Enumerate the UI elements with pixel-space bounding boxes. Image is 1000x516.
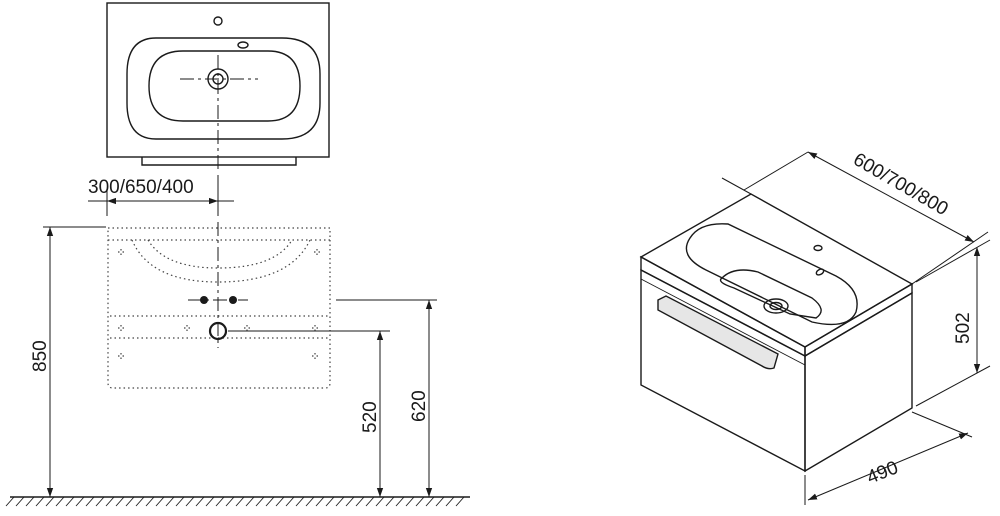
total-height-label: 850: [30, 340, 51, 372]
basin-drain-area: [148, 50, 301, 122]
countertop-side-edge: [804, 282, 913, 358]
tap-offset-dimension: 300/650/400: [88, 175, 234, 216]
waste-height-dimension: 520: [228, 330, 390, 497]
front-view: [107, 222, 331, 389]
depth-label: 490: [864, 457, 901, 488]
iso-drain-outer-icon: [763, 298, 789, 314]
iso-drain-inner-icon: [769, 301, 783, 311]
height-label: 502: [953, 312, 974, 344]
tap-offset-label: 300/650/400: [88, 177, 194, 198]
width-label: 600/700/800: [850, 149, 952, 220]
countertop-surface: [639, 193, 914, 348]
iso-basin-inner: [719, 269, 822, 319]
supply-height-label: 620: [409, 390, 430, 422]
basin-inner-bowl: [126, 37, 321, 140]
front-view-bowl: [131, 239, 311, 283]
tap-hole-icon: [213, 16, 223, 26]
overflow-icon: [237, 41, 249, 49]
depth-dimension: 490: [804, 411, 973, 505]
height-dimension: 502: [915, 239, 991, 407]
drawer-handle: [657, 295, 779, 370]
top-view: [106, 2, 330, 170]
supply-valve-left-icon: [200, 296, 208, 304]
waste-height-label: 520: [360, 401, 381, 433]
floor-line: [5, 496, 470, 507]
waste-outlet-icon: [208, 321, 228, 341]
iso-tap-hole-icon: [813, 244, 823, 252]
front-view-outline: [107, 227, 331, 389]
isometric-view: [639, 193, 914, 473]
supply-height-dimension: 620: [336, 299, 437, 497]
total-height-dimension: 850: [30, 226, 106, 497]
cabinet-side-panel: [804, 291, 913, 473]
iso-overflow-icon: [815, 268, 825, 276]
iso-basin-rim: [685, 223, 858, 326]
basin-front-edge: [141, 157, 297, 166]
hinge-marks: [118, 249, 320, 359]
